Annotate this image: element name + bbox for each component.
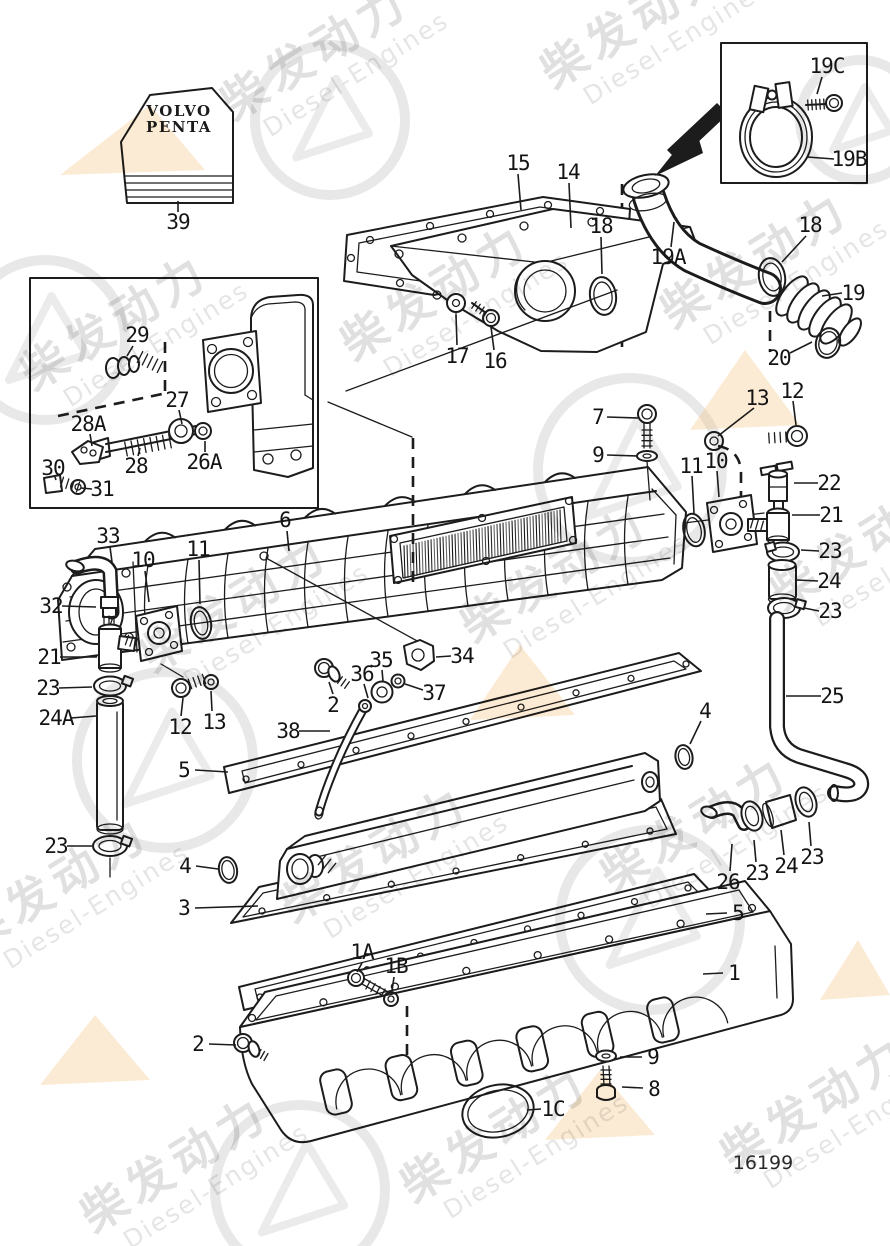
axis-line [345, 289, 618, 392]
washer-1B [383, 991, 399, 1007]
bolt-12-right [786, 425, 808, 447]
charge-air-pipe-19A [622, 173, 862, 359]
brand-line2: PENTA [146, 118, 212, 136]
bolt-1A [347, 969, 365, 987]
o-ring-4-right [674, 744, 694, 770]
drawing-number: 16199 [732, 1152, 794, 1174]
o-ring-18-right [757, 257, 787, 297]
o-ring-18-left [588, 276, 618, 316]
elbow-hose-group [700, 786, 818, 832]
elbow-union-34 [403, 639, 435, 671]
bolt-7 [637, 404, 657, 424]
bolts-16-17 [446, 293, 500, 327]
o-ring-1C [461, 1083, 535, 1139]
nipple-32 [100, 596, 119, 609]
hose-24A [96, 699, 124, 831]
union-nut-35 [370, 680, 394, 704]
hose-clamp-23 [93, 675, 127, 697]
ferrule-36 [358, 699, 372, 713]
elbow-26 [700, 805, 718, 819]
o-ring-11-left [189, 606, 213, 640]
right-fittings [636, 404, 870, 803]
washer-9-lower [595, 1049, 617, 1063]
o-ring-4-left [217, 856, 239, 884]
washer-9 [636, 450, 658, 462]
detail-inset-connector [29, 277, 319, 509]
manifold-housing-14 [390, 208, 700, 353]
washer-13-left [203, 674, 219, 690]
detail-inset-clamp [655, 42, 868, 184]
volvo-penta-bag: VOLVO PENTA [120, 87, 234, 204]
o-ring-20 [814, 327, 842, 359]
bellows-hose-19 [775, 275, 862, 347]
drain-fittings [314, 639, 435, 820]
ball-37 [390, 673, 406, 689]
clamp-23-b [794, 786, 818, 818]
bolt-12-left [171, 678, 191, 698]
clamp-screw-19C [825, 94, 843, 112]
